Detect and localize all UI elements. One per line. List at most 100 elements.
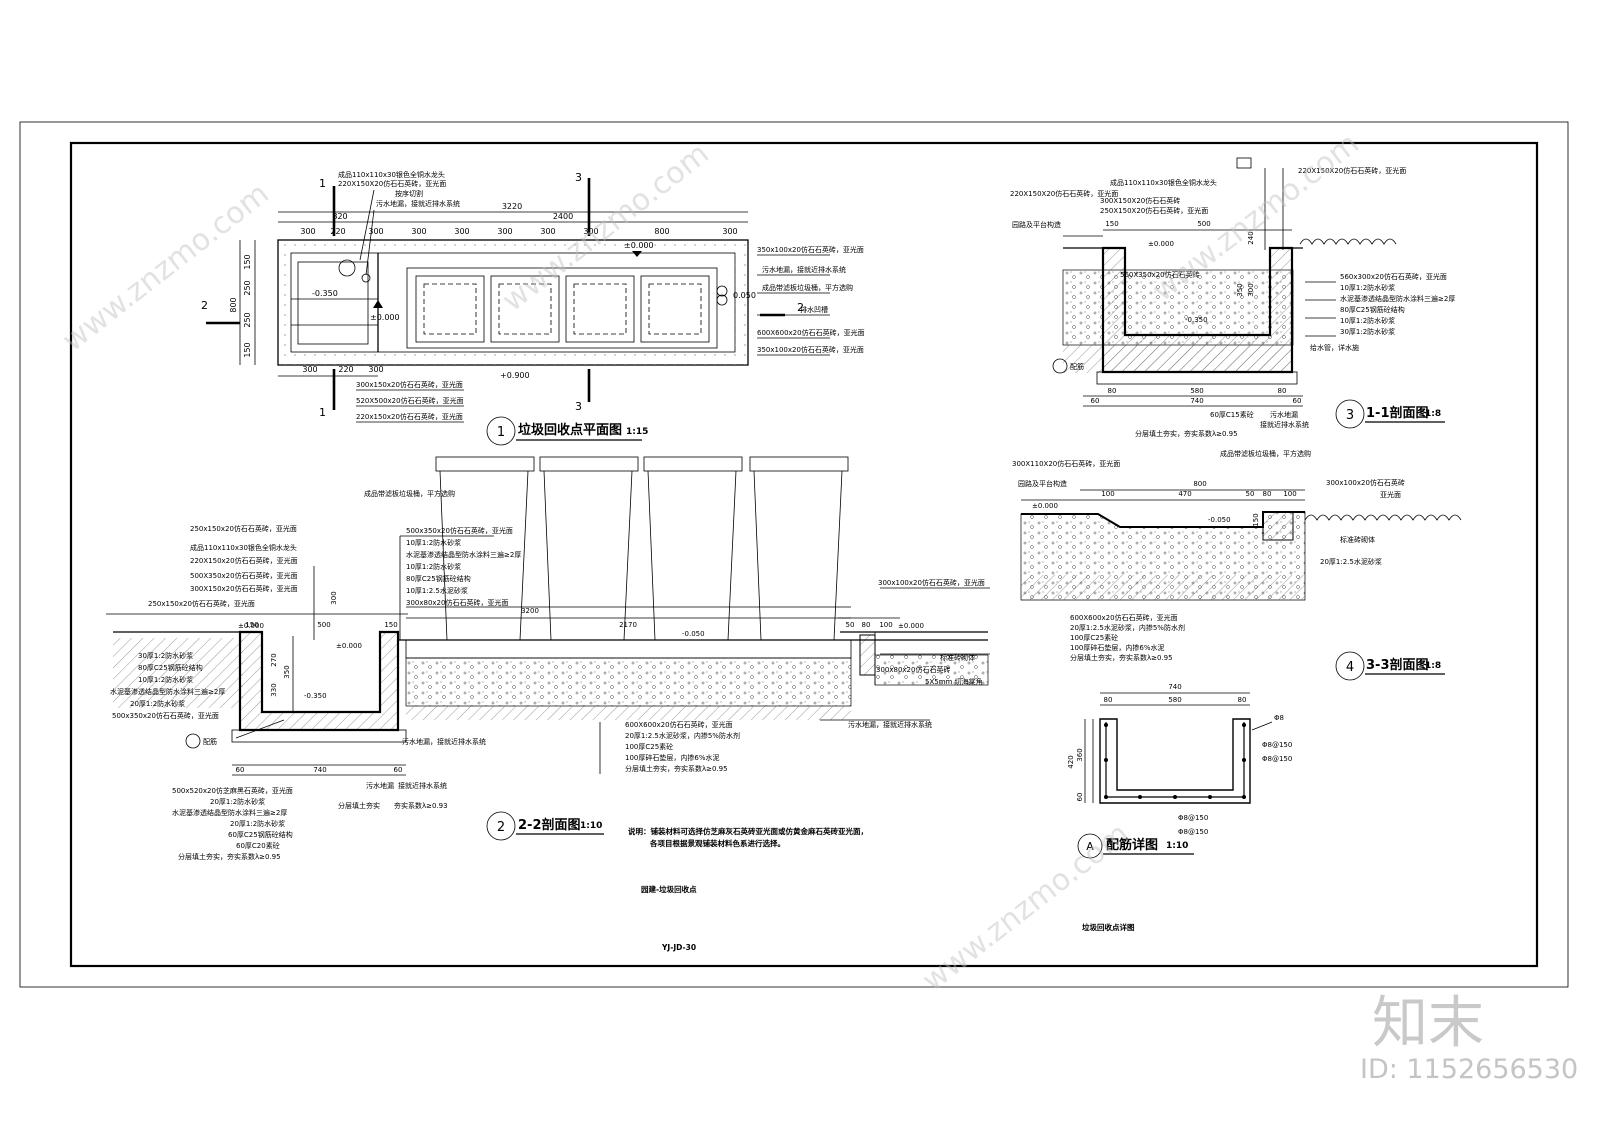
svg-text:350: 350: [1236, 283, 1244, 296]
svg-text:80: 80: [1108, 387, 1117, 395]
svg-text:300: 300: [411, 227, 426, 236]
svg-text:3: 3: [575, 400, 582, 413]
svg-text:500x350x20仿石石英砖，亚光面: 500x350x20仿石石英砖，亚光面: [112, 711, 219, 720]
svg-text:100: 100: [1101, 490, 1114, 498]
svg-text:500x520x20仿芝麻黑石英砖，亚光面: 500x520x20仿芝麻黑石英砖，亚光面: [172, 786, 293, 795]
svg-text:60: 60: [1076, 793, 1084, 802]
svg-text:80厚C25钢筋砼结构: 80厚C25钢筋砼结构: [138, 663, 203, 672]
svg-text:330: 330: [270, 683, 278, 696]
svg-text:100厚C25素砼: 100厚C25素砼: [1070, 633, 1118, 642]
svg-text:水泥基渗透结晶型防水涂料三遍≥2厚: 水泥基渗透结晶型防水涂料三遍≥2厚: [110, 687, 225, 696]
svg-text:80: 80: [862, 621, 871, 629]
plan-title: 垃圾回收点平面图: [518, 422, 622, 438]
svg-text:800: 800: [1193, 480, 1206, 488]
svg-text:60: 60: [394, 766, 403, 774]
svg-text:500: 500: [1197, 220, 1210, 228]
svg-text:标准砖砌体: 标准砖砌体: [1340, 535, 1375, 544]
sec22-title: 2-2剖面图: [518, 817, 581, 833]
svg-text:740: 740: [1190, 397, 1203, 405]
svg-text:分层填土夯实，夯实系数λ≥0.95: 分层填土夯实，夯实系数λ≥0.95: [178, 852, 281, 861]
svg-text:20厚1:2.5水泥砂浆: 20厚1:2.5水泥砂浆: [1320, 557, 1382, 566]
svg-text:600X600x20仿石石英砖，亚光面: 600X600x20仿石石英砖，亚光面: [757, 328, 865, 337]
svg-text:±0.000: ±0.000: [238, 622, 264, 630]
plan-badge: 1: [497, 425, 505, 440]
rebar-badge: A: [1086, 840, 1094, 853]
svg-text:水泥基渗透结晶型防水涂料三遍≥2厚: 水泥基渗透结晶型防水涂料三遍≥2厚: [1340, 294, 1455, 303]
svg-text:560x300x20仿石石英砖，亚光面: 560x300x20仿石石英砖，亚光面: [1340, 272, 1447, 281]
svg-text:80厚C25钢筋砼结构: 80厚C25钢筋砼结构: [1340, 305, 1405, 314]
section-3-3: [1020, 489, 1462, 601]
svg-text:360: 360: [1076, 748, 1084, 761]
svg-text:成品带滤板垃圾桶，平方选购: 成品带滤板垃圾桶，平方选购: [364, 489, 455, 498]
svg-text:80: 80: [1263, 490, 1272, 498]
svg-text:污水地漏，接就近排水系统: 污水地漏，接就近排水系统: [402, 737, 486, 746]
svg-text:250X150X20仿石石英砖，亚光面: 250X150X20仿石石英砖，亚光面: [1100, 206, 1208, 215]
svg-text:100: 100: [1283, 490, 1296, 498]
svg-text:0.050: 0.050: [733, 291, 756, 300]
badge-circle-plan: [486, 416, 516, 446]
svg-text:300: 300: [300, 227, 315, 236]
svg-text:800: 800: [654, 227, 669, 236]
svg-text:园路及平台构造: 园路及平台构造: [1012, 220, 1061, 229]
sec22-scale: 1:10: [580, 821, 602, 831]
svg-text:10厚1:2防水砂浆: 10厚1:2防水砂浆: [1340, 316, 1395, 325]
svg-text:300: 300: [368, 365, 383, 374]
svg-text:350x100x20仿石石英砖，亚光面: 350x100x20仿石石英砖，亚光面: [757, 345, 864, 354]
svg-text:±0.000: ±0.000: [370, 313, 400, 322]
rebar-detail: [1084, 692, 1273, 804]
svg-text:1: 1: [319, 177, 326, 190]
svg-text:300: 300: [302, 365, 317, 374]
svg-text:给水管，详水施: 给水管，详水施: [1310, 343, 1359, 352]
svg-text:60厚C20素砼: 60厚C20素砼: [236, 841, 280, 850]
svg-text:220x150x20仿石石英砖，亚光面: 220x150x20仿石石英砖，亚光面: [356, 412, 463, 421]
svg-text:220X150X20仿石石英砖，亚光面: 220X150X20仿石石英砖，亚光面: [338, 179, 446, 188]
svg-text:150: 150: [384, 621, 397, 629]
svg-text:Φ8: Φ8: [1274, 714, 1284, 722]
svg-text:220X150x20仿石石英砖，亚光面: 220X150x20仿石石英砖，亚光面: [190, 556, 298, 565]
svg-text:60厚C15素砼: 60厚C15素砼: [1210, 410, 1254, 419]
svg-text:500x350x20仿石石英砖，亚光面: 500x350x20仿石石英砖，亚光面: [406, 526, 513, 535]
svg-text:分层填土夯实，夯实系数λ≥0.95: 分层填土夯实，夯实系数λ≥0.95: [1070, 653, 1173, 662]
svg-text:20厚1:2.5水泥砂浆，内掺5%防水剂: 20厚1:2.5水泥砂浆，内掺5%防水剂: [1070, 623, 1185, 632]
svg-text:污水地漏: 污水地漏: [366, 781, 394, 790]
badge-circle-rebar: [1077, 833, 1103, 859]
svg-text:350: 350: [283, 665, 291, 678]
svg-text:80: 80: [1238, 696, 1247, 704]
detail-mark-sec11: [1052, 358, 1068, 374]
badge-circle-sec11: [1335, 399, 1365, 429]
svg-text:150: 150: [243, 254, 252, 269]
svg-text:污水地漏，接就近排水系统: 污水地漏，接就近排水系统: [762, 265, 846, 274]
svg-text:300: 300: [454, 227, 469, 236]
svg-text:100厚碎石垫层，内掺6%水泥: 100厚碎石垫层，内掺6%水泥: [625, 753, 719, 762]
svg-text:300: 300: [1247, 283, 1255, 296]
sec11-scale: 1:8: [1425, 409, 1441, 419]
svg-text:10厚1:2防水砂浆: 10厚1:2防水砂浆: [138, 675, 193, 684]
svg-text:600X600x20仿石石英砖，亚光面: 600X600x20仿石石英砖，亚光面: [1070, 613, 1178, 622]
sec33-scale: 1:8: [1425, 661, 1441, 671]
svg-text:250x150x20仿石石英砖，亚光面: 250x150x20仿石石英砖，亚光面: [190, 524, 297, 533]
svg-text:10厚1:2防水砂浆: 10厚1:2防水砂浆: [406, 562, 461, 571]
svg-text:-0.350: -0.350: [1185, 316, 1208, 324]
svg-text:20厚1:2.5水泥砂浆，内掺5%防水剂: 20厚1:2.5水泥砂浆，内掺5%防水剂: [625, 731, 740, 740]
svg-text:±0.000: ±0.000: [1148, 240, 1174, 248]
svg-text:300x100x20仿石石英砖: 300x100x20仿石石英砖: [1326, 478, 1405, 487]
svg-text:3220: 3220: [502, 202, 522, 211]
svg-text:-0.050: -0.050: [1208, 516, 1231, 524]
svg-text:740: 740: [1168, 683, 1181, 691]
svg-text:580: 580: [1190, 387, 1203, 395]
sec11-title: 1-1剖面图: [1366, 405, 1429, 421]
svg-text:300x80x20仿石石英砖，亚光面: 300x80x20仿石石英砖，亚光面: [406, 598, 508, 607]
svg-text:2: 2: [201, 299, 208, 312]
svg-text:±0.000: ±0.000: [624, 241, 654, 250]
svg-text:60厚C25钢筋砼结构: 60厚C25钢筋砼结构: [228, 830, 293, 839]
bin-plan-outlines: [415, 275, 710, 343]
svg-text:50: 50: [846, 621, 855, 629]
svg-text:Φ8@150: Φ8@150: [1262, 755, 1292, 763]
note-line-2: 各项目根据景观铺装材料色系进行选择。: [649, 838, 785, 848]
svg-text:60: 60: [1091, 397, 1100, 405]
svg-text:-0.350: -0.350: [312, 289, 338, 298]
svg-text:740: 740: [313, 766, 326, 774]
svg-text:60: 60: [236, 766, 245, 774]
svg-text:2400: 2400: [553, 212, 573, 221]
svg-text:±0.000: ±0.000: [898, 622, 924, 630]
